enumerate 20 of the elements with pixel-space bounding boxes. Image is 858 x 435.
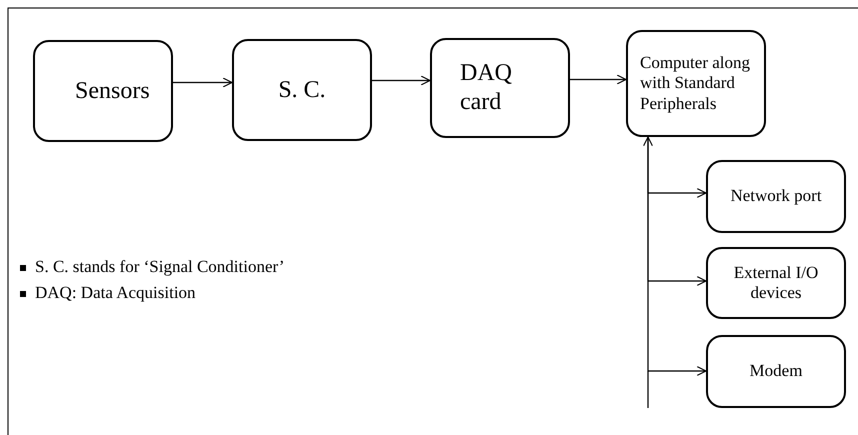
arrow bbox=[642, 136, 707, 376]
bullet-note: DAQ: Data Acquisition bbox=[20, 283, 196, 303]
arrow bbox=[173, 77, 233, 88]
arrow bbox=[570, 74, 627, 85]
node-label: Network port bbox=[730, 186, 822, 207]
process-box bbox=[706, 247, 846, 319]
node-label: S. C. bbox=[278, 76, 326, 104]
process-box bbox=[626, 30, 766, 137]
process-box bbox=[706, 335, 846, 408]
node-label: Computer along with Standard Peripherals bbox=[640, 52, 752, 114]
process-box bbox=[232, 39, 372, 141]
process-box bbox=[430, 38, 570, 138]
bullet-note: S. C. stands for ‘Signal Conditioner’ bbox=[20, 257, 284, 277]
process-box bbox=[33, 40, 173, 142]
node-label: Sensors bbox=[75, 76, 150, 106]
node-label: Modem bbox=[750, 361, 802, 382]
node-label: External I/O devices bbox=[732, 262, 820, 304]
node-label: DAQ card bbox=[460, 59, 513, 117]
arrow bbox=[372, 75, 431, 86]
process-box bbox=[706, 160, 846, 233]
